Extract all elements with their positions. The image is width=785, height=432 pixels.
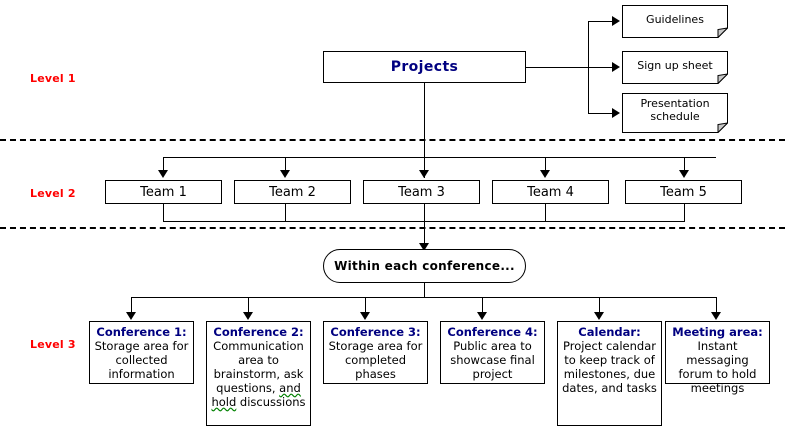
node-meeting-area-body: Instant messaging forum to hold meetings [678, 339, 757, 395]
connector-root-to-docs-stem [526, 67, 588, 68]
level-divider-1 [0, 139, 785, 141]
node-conference-1-title: Conference 1: [96, 325, 187, 339]
connector-area-3-drop [365, 297, 366, 315]
node-conference-2-body: Communication area to brainstorm, ask qu… [209, 339, 308, 409]
node-conference-2-title: Conference 2: [213, 325, 304, 339]
level-label-3: Level 3 [30, 338, 76, 351]
node-conference-2[interactable]: Conference 2: Communication area to brai… [206, 321, 311, 426]
node-projects[interactable]: Projects [323, 51, 526, 83]
arrowhead-area-3 [360, 312, 370, 320]
connector-team-5-up [684, 204, 685, 222]
arrowhead-doc-1 [612, 16, 620, 26]
node-conference-note[interactable]: Within each conference... [323, 249, 526, 283]
node-meeting-area-title: Meeting area: [672, 325, 763, 339]
arrowhead-team-5 [679, 170, 689, 178]
document-presentation-schedule-label: Presentation schedule [640, 97, 710, 123]
connector-doc-1 [588, 21, 612, 22]
node-conference-1[interactable]: Conference 1: Storage area for collected… [89, 321, 194, 384]
connector-team-4-drop [545, 157, 546, 173]
node-conference-note-label: Within each conference... [334, 259, 515, 273]
connector-team-4-up [545, 204, 546, 222]
connector-team-2-up [285, 204, 286, 222]
connector-areas-bus [131, 297, 717, 298]
arrowhead-team-1 [158, 170, 168, 178]
node-calendar[interactable]: Calendar: Project calendar to keep track… [557, 321, 662, 426]
connector-root-down [424, 83, 425, 178]
connector-area-4-drop [482, 297, 483, 315]
arrowhead-area-4 [477, 312, 487, 320]
connector-area-6-drop [716, 297, 717, 315]
node-conference-3[interactable]: Conference 3: Storage area for completed… [323, 321, 428, 384]
arrowhead-conference-note [419, 243, 429, 251]
node-team-1-label: Team 1 [140, 184, 187, 200]
node-conference-3-body: Storage area for completed phases [328, 339, 423, 381]
node-team-2[interactable]: Team 2 [234, 180, 351, 204]
node-conference-1-body: Storage area for collected information [94, 339, 189, 381]
document-shape-icon [622, 93, 728, 133]
node-conference-2-body-pre: Communication area to brainstorm, ask qu… [213, 339, 304, 395]
connector-doc-3 [588, 113, 612, 114]
node-team-1[interactable]: Team 1 [105, 180, 222, 204]
node-calendar-title: Calendar: [578, 325, 641, 339]
document-shape-icon [622, 5, 728, 38]
node-conference-4[interactable]: Conference 4: Public area to showcase fi… [440, 321, 545, 384]
document-sign-up-sheet[interactable]: Sign up sheet [622, 51, 728, 84]
connector-to-conference-note [424, 204, 425, 248]
arrowhead-doc-2 [612, 62, 620, 72]
node-conference-3-title: Conference 3: [330, 325, 421, 339]
node-conference-4-title: Conference 4: [447, 325, 538, 339]
arrowhead-area-2 [243, 312, 253, 320]
connector-team-5-drop [684, 157, 685, 173]
level-divider-2 [0, 227, 785, 229]
connector-area-1-drop [131, 297, 132, 315]
node-meeting-area[interactable]: Meeting area: Instant messaging forum to… [665, 321, 770, 395]
document-sign-up-sheet-label: Sign up sheet [637, 59, 713, 72]
node-conference-2-body-misspelled: and hold [211, 381, 301, 409]
arrowhead-team-2 [280, 170, 290, 178]
node-conference-4-body: Public area to showcase final project [450, 339, 535, 381]
level-label-1: Level 1 [30, 72, 76, 85]
node-conference-2-body-post: discussions [236, 395, 306, 409]
connector-note-down [424, 283, 425, 298]
node-calendar-body: Project calendar to keep track of milest… [562, 339, 657, 395]
node-team-5[interactable]: Team 5 [625, 180, 742, 204]
node-team-3[interactable]: Team 3 [363, 180, 480, 204]
connector-area-5-drop [599, 297, 600, 315]
node-team-3-label: Team 3 [398, 184, 445, 200]
arrowhead-area-5 [594, 312, 604, 320]
level-label-2: Level 2 [30, 187, 76, 200]
node-team-4-label: Team 4 [527, 184, 574, 200]
document-shape-icon [622, 51, 728, 84]
connector-doc-2 [588, 67, 612, 68]
connector-team-2-drop [285, 157, 286, 173]
connector-team-1-up [163, 204, 164, 222]
arrowhead-area-1 [126, 312, 136, 320]
arrowhead-doc-3 [612, 108, 620, 118]
connector-area-2-drop [248, 297, 249, 315]
document-guidelines[interactable]: Guidelines [622, 5, 728, 38]
document-presentation-schedule[interactable]: Presentation schedule [622, 93, 728, 133]
connector-team-1-drop [163, 157, 164, 173]
arrowhead-team-3 [419, 170, 429, 178]
connector-teams-bus-top [163, 157, 716, 158]
arrowhead-team-4 [540, 170, 550, 178]
node-team-5-label: Team 5 [660, 184, 707, 200]
node-projects-label: Projects [390, 59, 459, 75]
node-team-4[interactable]: Team 4 [492, 180, 609, 204]
node-team-2-label: Team 2 [269, 184, 316, 200]
document-guidelines-label: Guidelines [646, 13, 704, 26]
arrowhead-area-6 [711, 312, 721, 320]
